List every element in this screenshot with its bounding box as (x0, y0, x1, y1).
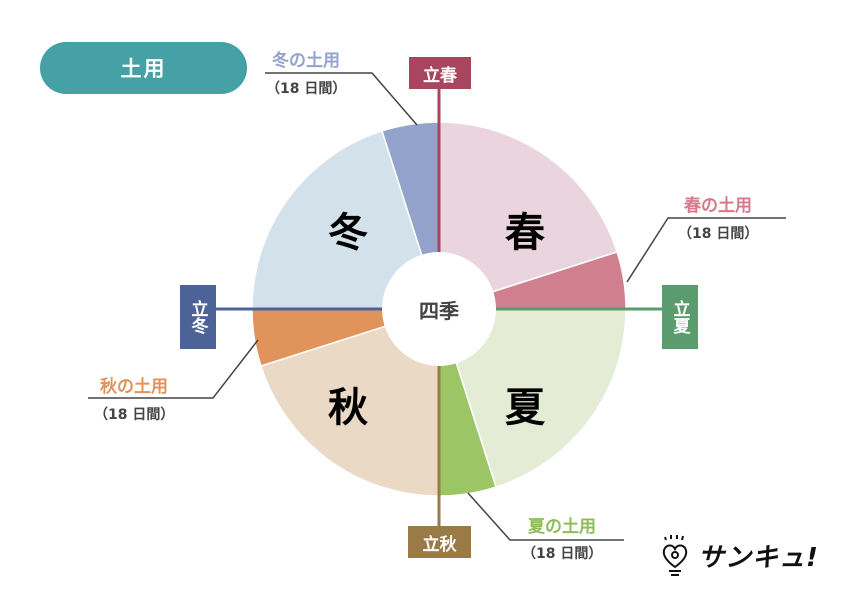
summer-doyo-label: 夏の土用 (528, 517, 596, 537)
season-autumn: 秋 (328, 385, 368, 431)
center-label: 四季 (419, 298, 459, 323)
risshun-label: 立春 (409, 57, 471, 89)
spring-doyo-label: 春の土用 (684, 196, 752, 216)
winter-doyo-leader (265, 72, 418, 126)
autumn-segment (259, 307, 440, 497)
summer-doyo-days: （18 日間） (522, 546, 603, 562)
sankyu-logo: サンキュ! (660, 533, 819, 577)
logo-text: サンキュ! (698, 542, 819, 573)
season-spring: 春 (505, 210, 545, 256)
spring-segment (438, 121, 619, 311)
autumn-doyo-leader (88, 339, 259, 399)
heart-bulb-icon (662, 535, 688, 576)
risshu-label: 立秋 (408, 526, 471, 558)
spring-doyo-leader (626, 217, 786, 283)
spring-doyo-days: （18 日間） (678, 226, 759, 242)
title-pill: 土用 (40, 42, 247, 94)
season-winter: 冬 (328, 210, 368, 256)
rikka-label: 立夏 (662, 285, 698, 349)
rittou-label: 立冬 (180, 285, 216, 349)
center-circle (382, 252, 496, 366)
summer-doyo-leader (467, 492, 624, 541)
summer-segment (437, 308, 627, 489)
autumn-doyo-label: 秋の土用 (100, 377, 168, 397)
winter-doyo-label: 冬の土用 (272, 51, 340, 71)
winter-segment (251, 129, 441, 310)
winter-doyo-days: （18 日間） (266, 81, 347, 97)
season-summer: 夏 (505, 385, 545, 431)
autumn-doyo-days: （18 日間） (94, 407, 175, 423)
